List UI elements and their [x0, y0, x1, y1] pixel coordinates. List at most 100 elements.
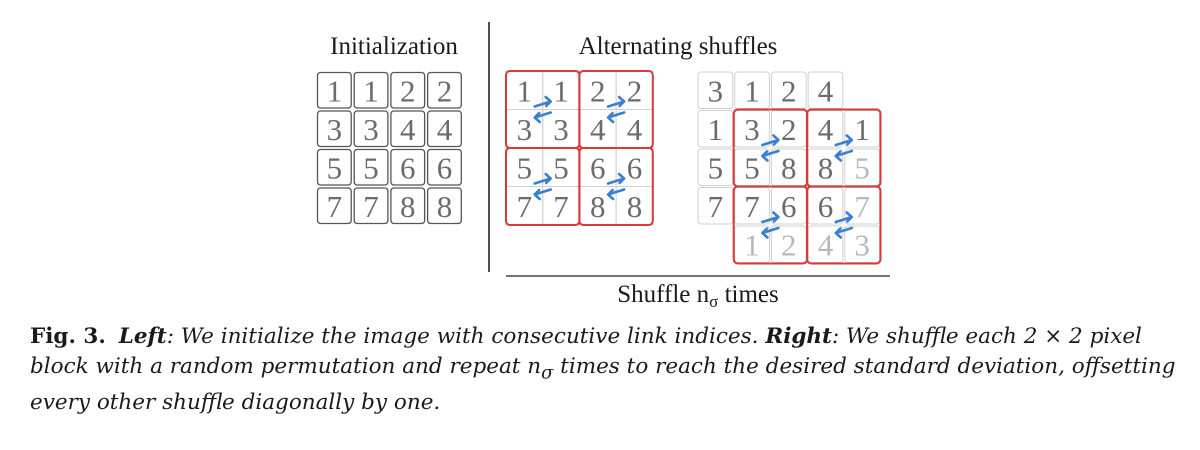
swap-arrows-icon [533, 95, 553, 124]
cell-value: 3 [708, 73, 724, 108]
cell-value: 2 [627, 73, 643, 108]
cell-value: 4 [400, 112, 416, 147]
caption-left-word: Left [118, 324, 167, 349]
grid-cell [390, 187, 426, 225]
swap-arrows-icon [834, 211, 854, 239]
cell-value: 8 [818, 150, 834, 185]
cell-value: 7 [517, 189, 533, 224]
cell-value: 1 [363, 73, 379, 108]
cell-value: 3 [363, 112, 379, 147]
shuffle-label-tail: times [718, 281, 778, 308]
cell-value: 4 [590, 112, 606, 147]
cell-value: 1 [327, 73, 343, 108]
cell-value: 5 [708, 150, 724, 185]
grid-cell [353, 187, 389, 225]
cell-value: 6 [590, 150, 606, 185]
grid-cell [426, 148, 462, 186]
swap-arrows-icon [834, 134, 854, 162]
cell-value: 5 [553, 150, 569, 185]
cell-value: 5 [517, 150, 533, 185]
figure-caption: Fig. 3. Left: We initialize the image wi… [30, 322, 1190, 418]
caption-right-sub: σ [541, 362, 554, 384]
alternating-shuffles-title: Alternating shuffles [579, 33, 778, 60]
cell-value: 8 [781, 150, 797, 185]
cell-value: 4 [818, 73, 834, 108]
grid-cell [390, 71, 426, 109]
grid-cell [316, 148, 352, 186]
cell-value: 7 [327, 189, 343, 224]
grid-cell [353, 71, 389, 109]
shuffle-label-sub: σ [709, 292, 718, 311]
shuffle-label-main: Shuffle n [617, 281, 709, 308]
cell-value: 6 [437, 150, 453, 185]
cell-value: 1 [744, 73, 760, 108]
caption-right-word: Right [765, 324, 832, 349]
cell-value: 1 [854, 112, 870, 147]
cell-value: 3 [517, 112, 533, 147]
cell-value: 6 [627, 150, 643, 185]
grid-cell [426, 110, 462, 148]
cell-value: 3 [744, 112, 760, 147]
cell-value: 1 [517, 73, 533, 108]
cell-value: 5 [327, 150, 343, 185]
caption-right-text: : We shuffle each 2 × 2 pixel block with… [30, 324, 1142, 379]
grid-cell [316, 71, 352, 109]
cell-value: 2 [437, 73, 453, 108]
cell-value: 3 [327, 112, 343, 147]
cell-value: 4 [627, 112, 643, 147]
grid-cell [697, 71, 734, 109]
grid-cell [390, 148, 426, 186]
cell-value: 8 [590, 189, 606, 224]
cell-value: 2 [400, 73, 416, 108]
cell-value: 3 [553, 112, 569, 147]
cell-value: 6 [781, 189, 797, 224]
swap-arrows-icon [606, 172, 626, 201]
cell-value: 7 [363, 189, 379, 224]
cell-value: 4 [818, 227, 834, 262]
cell-value: 5 [854, 150, 870, 185]
initialization-title: Initialization [330, 33, 458, 60]
cell-value: 6 [818, 189, 834, 224]
caption-left-text: : We initialize the image with consecuti… [166, 324, 759, 349]
cell-value: 6 [400, 150, 416, 185]
swap-arrows-icon [761, 134, 780, 162]
caption-right-tail: times to reach the desired standard devi… [30, 354, 1176, 416]
cell-value: 7 [708, 189, 724, 224]
grid-cell [316, 110, 352, 148]
cell-value: 1 [553, 73, 569, 108]
swap-arrows-icon [606, 95, 626, 124]
cell-value: 8 [437, 189, 453, 224]
cell-value: 8 [400, 189, 416, 224]
cell-value: 2 [781, 112, 797, 147]
cell-value: 4 [437, 112, 453, 147]
shuffle-block [806, 185, 882, 265]
grid-cell [426, 71, 462, 109]
grid-cell [353, 110, 389, 148]
grid-cell [353, 148, 389, 186]
cell-value: 4 [818, 112, 834, 147]
cell-value: 7 [553, 189, 569, 224]
caption-fig-label: Fig. 3. [30, 324, 106, 349]
cell-value: 5 [363, 150, 379, 185]
cell-value: 7 [744, 189, 760, 224]
cell-value: 3 [854, 227, 870, 262]
cell-value: 7 [854, 189, 870, 224]
cell-value: 2 [590, 73, 606, 108]
cell-value: 2 [781, 73, 797, 108]
grid-cell [390, 110, 426, 148]
grid-cell [426, 187, 462, 225]
shuffle-block [578, 147, 654, 226]
swap-arrows-icon [761, 211, 780, 239]
cell-value: 2 [781, 227, 797, 262]
shuffle-times-label: Shuffle nσ times [617, 281, 779, 311]
cell-value: 8 [627, 189, 643, 224]
swap-arrows-icon [533, 172, 553, 201]
grid-cell [316, 187, 352, 225]
cell-value: 5 [744, 150, 760, 185]
cell-value: 1 [744, 227, 760, 262]
cell-value: 1 [708, 112, 724, 147]
